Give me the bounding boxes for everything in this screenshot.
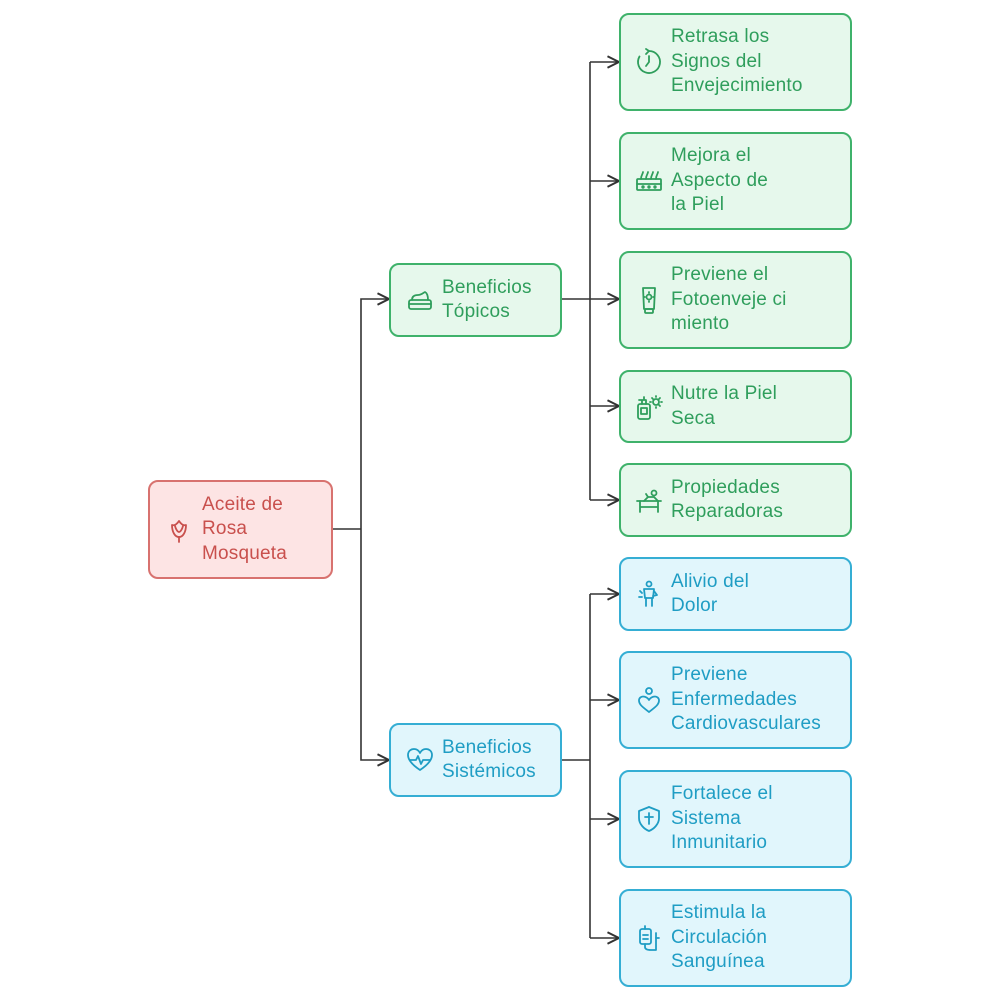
massage-table-icon bbox=[632, 485, 666, 515]
leaf-label: Fortalece el Sistema Inmunitario bbox=[671, 783, 773, 854]
leaf-node-alivio-dolor[interactable]: Alivio del Dolor bbox=[619, 557, 852, 631]
root-label: Aceite de Rosa Mosqueta bbox=[202, 493, 288, 564]
person-heart-icon bbox=[632, 685, 666, 715]
lotion-bottle-icon bbox=[632, 392, 666, 422]
rose-icon bbox=[162, 515, 196, 545]
person-pain-icon bbox=[632, 579, 666, 609]
leaf-node-sistema-inmunitario[interactable]: Fortalece el Sistema Inmunitario bbox=[619, 770, 852, 868]
leaf-node-mejora-piel[interactable]: Mejora el Aspecto de la Piel bbox=[619, 132, 852, 230]
leaf-label: Previene Enfermedades Cardiovasculares bbox=[671, 664, 821, 735]
branch-node-topicos[interactable]: Beneficios Tópicos bbox=[389, 263, 562, 337]
leaf-label: Previene el Fotoenveje ci miento bbox=[671, 264, 787, 335]
root-node[interactable]: Aceite de Rosa Mosqueta bbox=[148, 480, 333, 579]
branch-node-sistemicos[interactable]: Beneficios Sistémicos bbox=[389, 723, 562, 797]
skin-layers-icon bbox=[632, 166, 666, 196]
leaf-node-nutre-piel[interactable]: Nutre la Piel Seca bbox=[619, 370, 852, 443]
leaf-label: Estimula la Circulación Sanguínea bbox=[671, 902, 768, 973]
link-root-sistemicos bbox=[360, 529, 391, 767]
cream-jar-icon bbox=[403, 285, 437, 315]
leaf-node-circulacion-sanguinea[interactable]: Estimula la Circulación Sanguínea bbox=[619, 889, 852, 987]
leaf-label: Propiedades Reparadoras bbox=[671, 476, 784, 523]
leaf-label: Alivio del Dolor bbox=[671, 570, 750, 617]
heartbeat-icon bbox=[403, 745, 437, 775]
sunscreen-tube-icon bbox=[632, 285, 666, 315]
leaf-label: Nutre la Piel Seca bbox=[671, 383, 778, 429]
clock-rewind-icon bbox=[632, 47, 666, 77]
leaf-node-propiedades-reparadoras[interactable]: Propiedades Reparadoras bbox=[619, 463, 852, 537]
leaf-label: Retrasa los Signos del Envejecimiento bbox=[671, 26, 803, 97]
link-root-topicos bbox=[360, 292, 391, 529]
branch-label-sistemicos: Beneficios Sistémicos bbox=[442, 736, 536, 783]
leaf-node-enfermedades-cardiovasculares[interactable]: Previene Enfermedades Cardiovasculares bbox=[619, 651, 852, 749]
leaf-node-retrasa-envejecimiento[interactable]: Retrasa los Signos del Envejecimiento bbox=[619, 13, 852, 111]
shield-cross-icon bbox=[632, 804, 666, 834]
iv-bag-icon bbox=[632, 923, 666, 953]
branch-label-topicos: Beneficios Tópicos bbox=[442, 276, 532, 323]
leaf-node-fotoenvejecimiento[interactable]: Previene el Fotoenveje ci miento bbox=[619, 251, 852, 349]
leaf-label: Mejora el Aspecto de la Piel bbox=[671, 145, 769, 216]
